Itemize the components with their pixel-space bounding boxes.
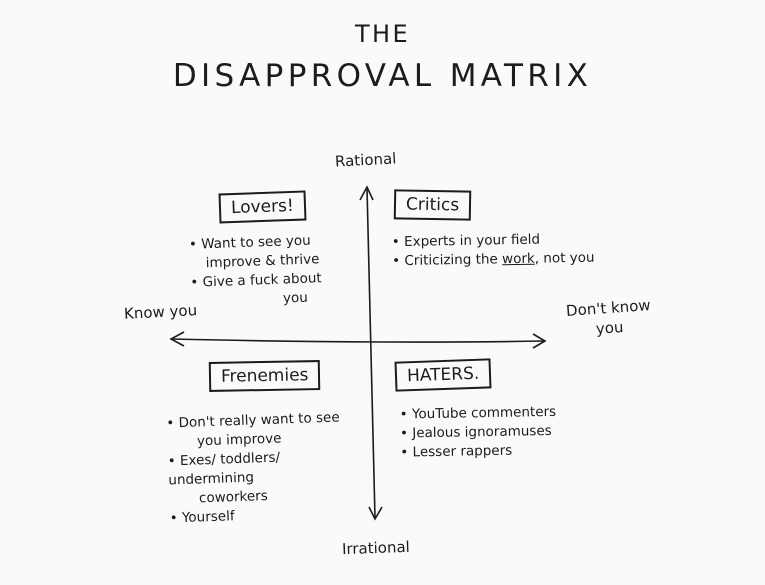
horizontal-axis-arrow-left	[169, 331, 185, 347]
frenemies-note-2: Exes/ toddlers/ undermining coworkers	[167, 446, 369, 510]
critics-note-1-text: Experts in your field	[403, 231, 541, 250]
title-line-2: DISAPPROVAL MATRIX	[172, 58, 593, 94]
haters-notes: YouTube commenters Jealous ignoramuses L…	[400, 402, 581, 462]
frenemies-note-2-line-1: Exes/ toddlers/ undermining	[168, 449, 281, 489]
axis-label-dont-know-you: Don't know you	[548, 294, 670, 342]
title-line-1: THE	[354, 20, 411, 48]
haters-note-2-text: Jealous ignoramuses	[412, 422, 552, 442]
lovers-note-1: Want to see you improve & thrive	[189, 230, 350, 274]
critics-notes: Experts in your field Criticizing the wo…	[392, 229, 643, 271]
horizontal-axis-line	[171, 338, 546, 343]
axis-label-irrational: Irrational	[341, 537, 411, 559]
quadrant-label-critics: Critics	[393, 189, 472, 221]
vertical-axis-arrow-bottom	[368, 506, 383, 521]
quadrant-label-haters: HATERS.	[394, 358, 492, 392]
frenemies-note-3-text: Yourself	[181, 508, 235, 527]
critics-note-2-before: Criticizing the	[404, 251, 503, 269]
vertical-axis-line	[366, 187, 376, 519]
vertical-axis-arrow-top	[359, 185, 374, 201]
horizontal-axis-arrow-right	[532, 333, 547, 349]
quadrant-label-lovers: Lovers!	[218, 190, 307, 224]
haters-note-3-text: Lesser rappers	[412, 442, 513, 461]
lovers-note-2-line-1: Give a fuck about	[202, 270, 322, 291]
lovers-notes: Want to see you improve & thrive Give a …	[189, 230, 352, 312]
haters-note-3: Lesser rappers	[400, 440, 580, 462]
frenemies-note-1-line-1: Don't really want to see	[178, 409, 340, 432]
lovers-note-1-line-1: Want to see you	[201, 232, 311, 253]
quadrant-label-frenemies: Frenemies	[208, 360, 321, 392]
axis-label-rational: Rational	[334, 149, 397, 171]
axis-label-know-you: Know you	[123, 301, 198, 323]
haters-note-1-text: YouTube commenters	[411, 403, 557, 423]
haters-note-1: YouTube commenters	[400, 402, 580, 424]
critics-note-2-after: , not you	[534, 249, 595, 267]
lovers-note-2: Give a fuck about you	[190, 268, 351, 312]
frenemies-notes: Don't really want to see you improve Exe…	[166, 408, 370, 529]
critics-note-2-emphasis: work	[501, 250, 535, 268]
